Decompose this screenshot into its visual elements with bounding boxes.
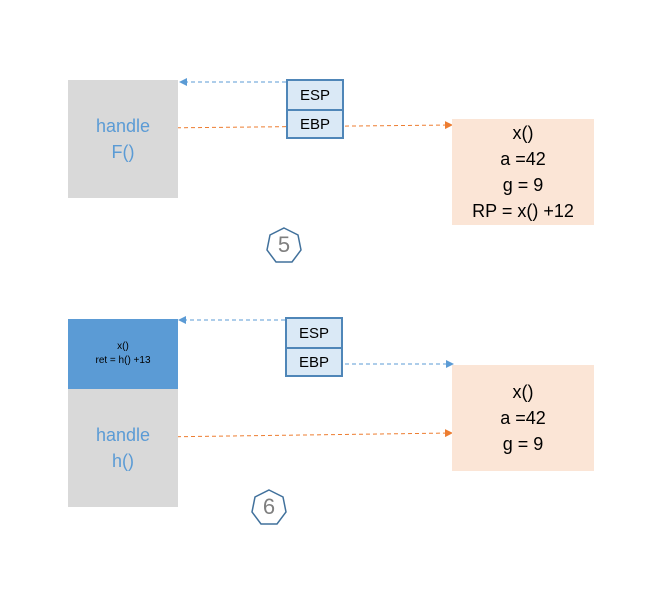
top-frame-line2: ret = h() +13 — [95, 355, 151, 366]
step-6-heptagon — [251, 489, 287, 525]
frame-line: RP = x() +12 — [472, 201, 574, 221]
handle-arrow-6 — [155, 429, 453, 438]
step-5-heptagon — [266, 227, 302, 263]
handle-h-line1: handle — [95, 425, 151, 445]
esp-register-5: ESP — [286, 79, 344, 111]
handle-f-line1: handle — [95, 116, 151, 136]
frame-line: a =42 — [500, 149, 546, 169]
frame-line: g = 9 — [502, 434, 544, 454]
ebp-label-6: EBP — [298, 353, 329, 371]
handle-f-line2: F() — [111, 142, 135, 162]
esp-register-6: ESP — [285, 317, 343, 349]
top-frame-x-ret: x() ret = h() +13 — [68, 319, 178, 389]
step-6-label: 6 — [262, 494, 276, 519]
ebp-register-6: EBP — [285, 347, 343, 377]
handle-h-line2: h() — [112, 451, 134, 471]
handle-h-box: handle h() — [68, 389, 178, 507]
esp-label-5: ESP — [299, 86, 330, 104]
ebp-label-5: EBP — [299, 115, 330, 133]
frame-line: x() — [512, 382, 534, 402]
ebp-register-5: EBP — [286, 109, 344, 139]
stack-frame-x-6: x() a =42 g = 9 — [452, 365, 594, 471]
step-5-label: 5 — [277, 232, 291, 257]
esp-label-6: ESP — [298, 324, 329, 342]
stack-frame-x-5: x() a =42 g = 9 RP = x() +12 — [452, 119, 594, 225]
frame-line: g = 9 — [502, 175, 544, 195]
frame-line: a =42 — [500, 408, 546, 428]
frame-line: x() — [512, 123, 534, 143]
top-frame-line1: x() — [117, 341, 129, 352]
handle-f-box: handle F() — [68, 80, 178, 198]
